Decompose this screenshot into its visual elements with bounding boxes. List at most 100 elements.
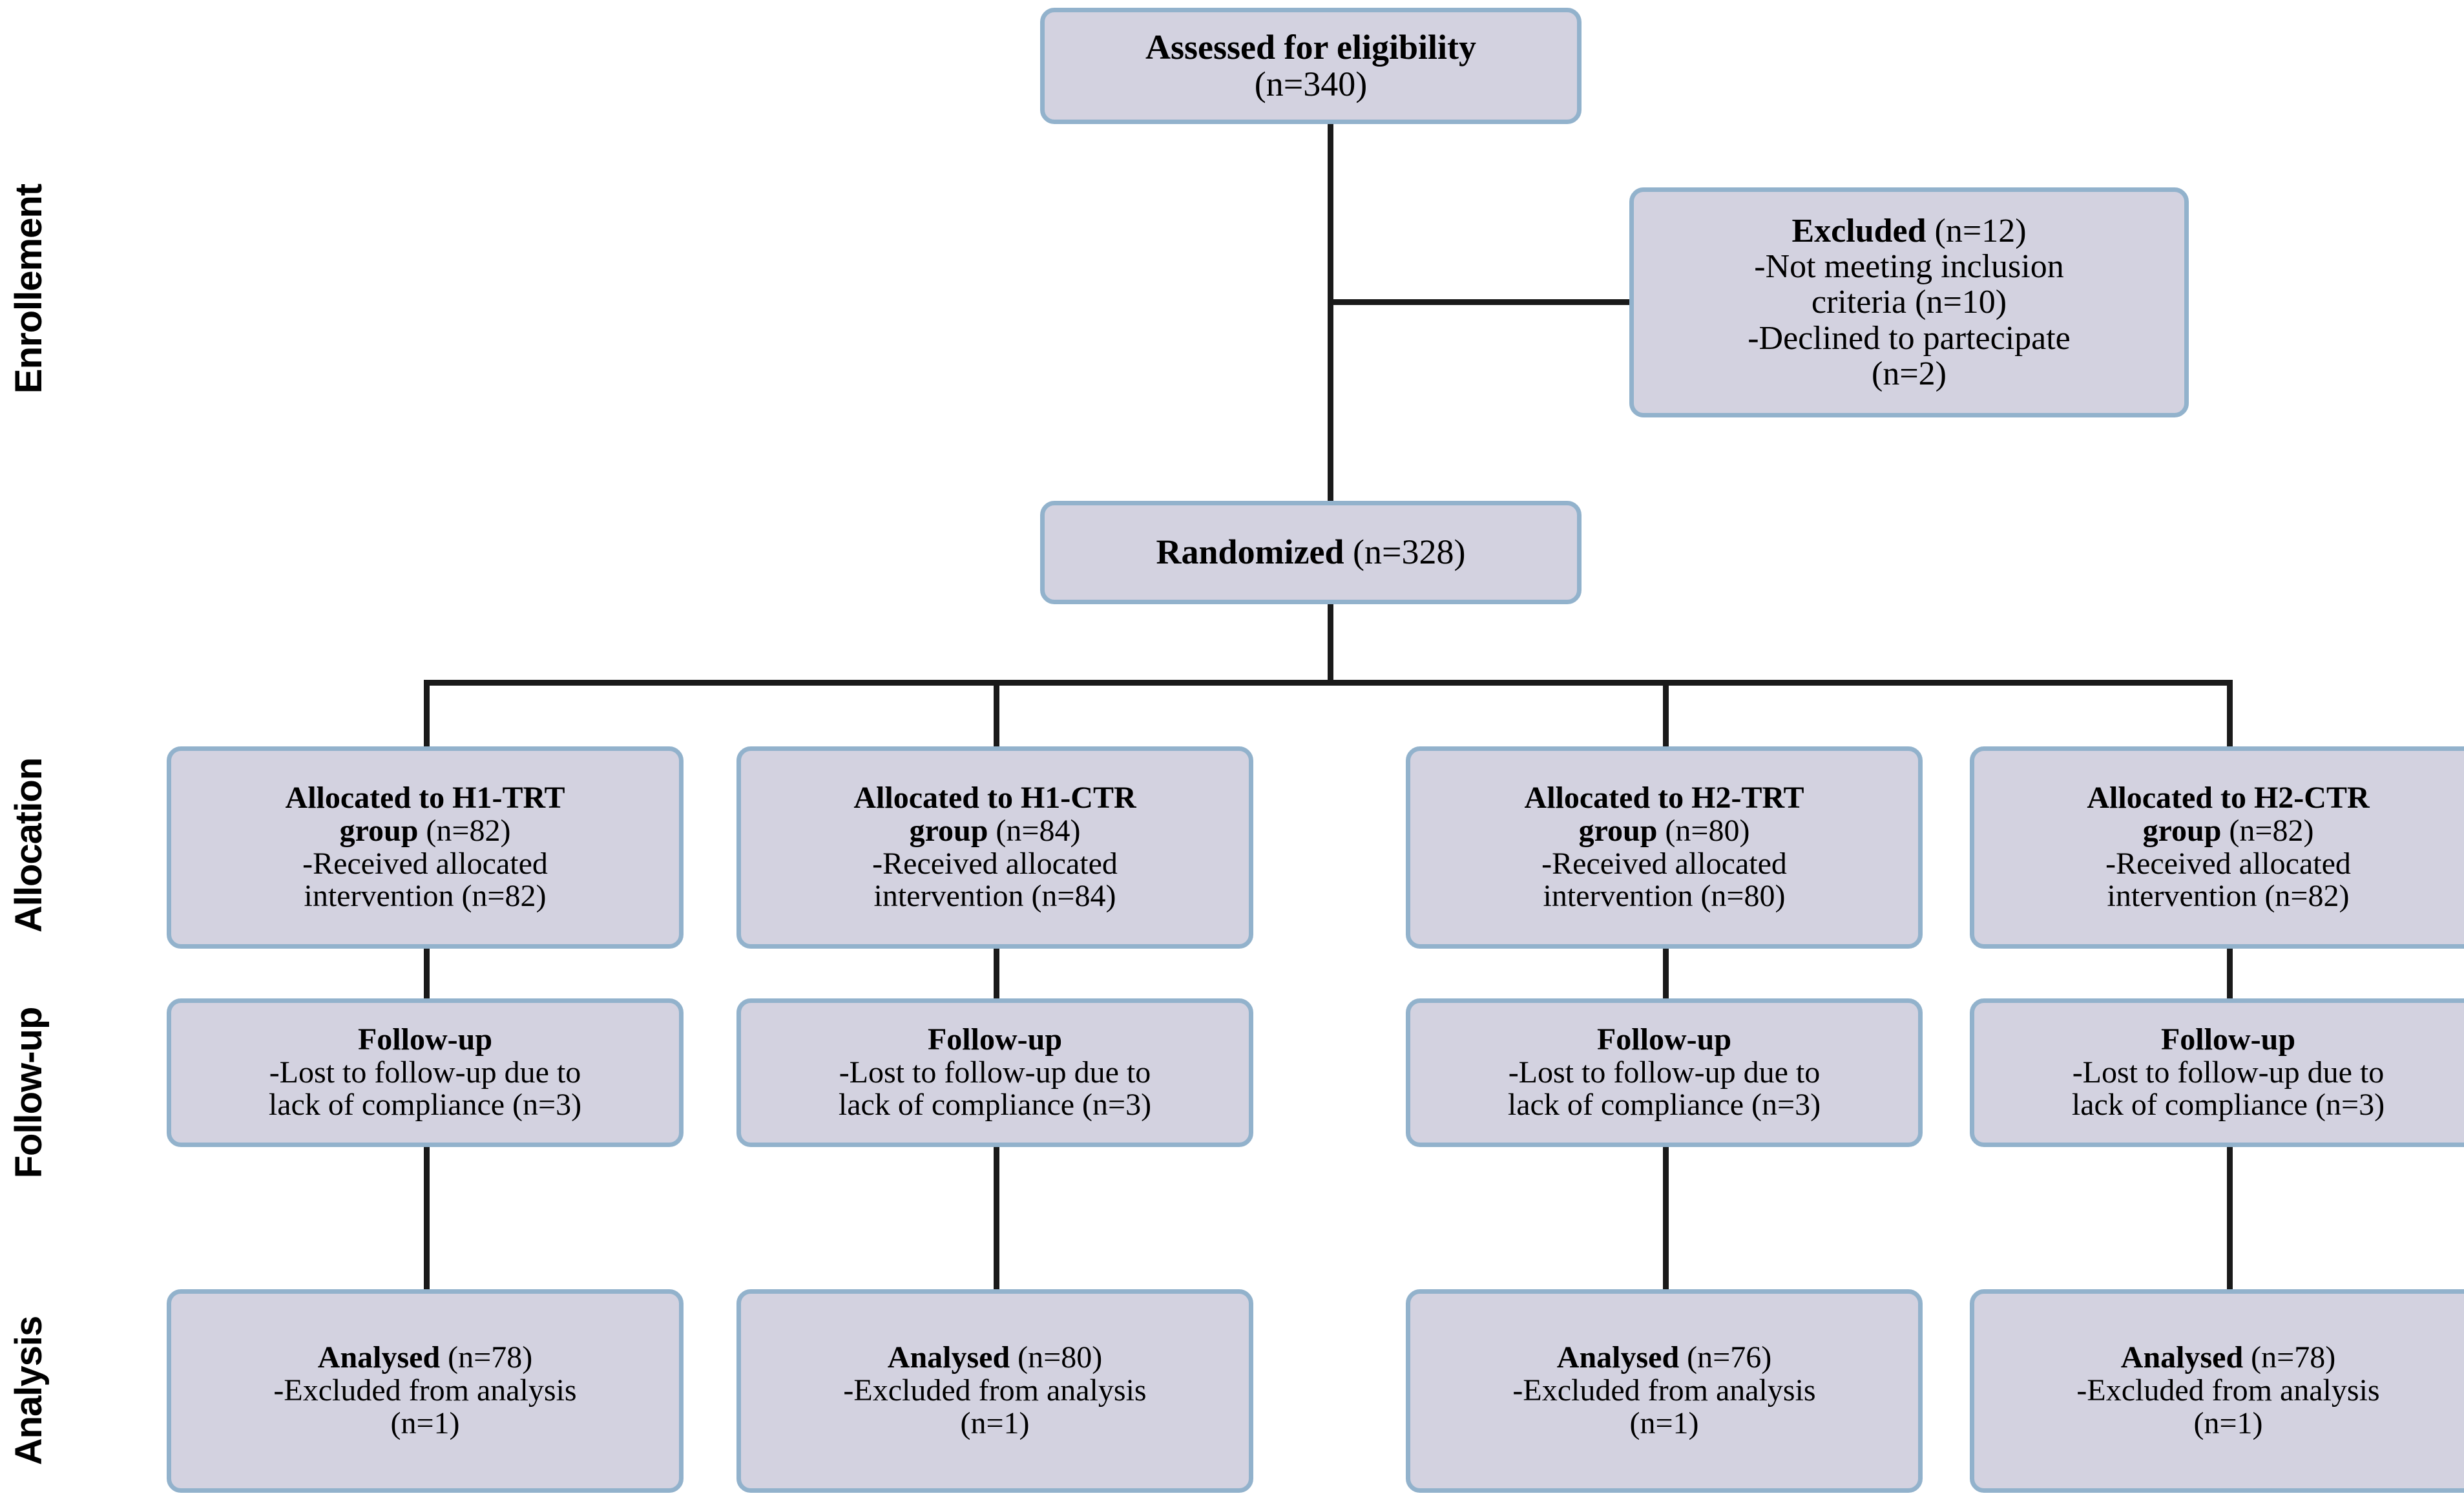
- node-followup-h2-trt: Follow-up -Lost to follow-up due to lack…: [1406, 998, 1923, 1147]
- followup-lost-a-h2-trt: -Lost to follow-up due to: [1508, 1055, 1821, 1090]
- followup-lost-a-h1-ctr: -Lost to follow-up due to: [839, 1055, 1151, 1090]
- stage-label-followup: Follow-up: [6, 964, 51, 1222]
- excluded-title-line: Excluded (n=12): [1643, 213, 2175, 249]
- randomized-n: (n=328): [1344, 532, 1466, 572]
- connector-alloc-to-followup-4: [2227, 949, 2233, 1000]
- allocation-group-h2-ctr: group (n=82): [1983, 813, 2464, 848]
- connector-randomized-down: [1328, 604, 1333, 685]
- followup-title-h2-ctr: Follow-up: [2160, 1022, 2296, 1057]
- analysis-excluded-a-h2-ctr: -Excluded from analysis: [2076, 1373, 2380, 1408]
- followup-lost-b-h1-trt: lack of compliance (n=3): [268, 1088, 582, 1122]
- stage-label-analysis-text: Analysis: [7, 1316, 50, 1466]
- analysis-title-h2-ctr: Analysed: [2120, 1340, 2244, 1375]
- followup-lost-a-h1-trt: -Lost to follow-up due to: [269, 1055, 581, 1090]
- followup-title-h2-trt: Follow-up: [1596, 1022, 1732, 1057]
- analysis-title-h2-trt: Analysed: [1556, 1340, 1680, 1375]
- connector-allocation-bus: [424, 680, 2233, 686]
- allocation-title-h1-ctr: Allocated to H1-CTR: [853, 780, 1136, 815]
- connector-assessed-to-randomized: [1328, 74, 1333, 502]
- allocation-title-h2-trt: Allocated to H2-TRT: [1524, 780, 1804, 815]
- allocation-group-n-h2-ctr: (n=82): [2221, 813, 2314, 848]
- analysis-title-h1-ctr: Analysed: [887, 1340, 1010, 1375]
- excluded-reason-2a: -Declined to partecipate: [1748, 319, 2071, 357]
- allocation-group-n-h1-ctr: (n=84): [988, 813, 1081, 848]
- allocation-group-h2-trt: group (n=80): [1419, 813, 1909, 848]
- stage-label-analysis: Analysis: [6, 1274, 51, 1507]
- connector-bus-drop-2: [994, 680, 999, 748]
- analysis-excluded-b-h1-trt: (n=1): [390, 1406, 460, 1440]
- connector-bus-drop-1: [424, 680, 430, 748]
- node-analysis-h1-trt: Analysed (n=78) -Excluded from analysis …: [167, 1289, 684, 1493]
- node-followup-h1-trt: Follow-up -Lost to follow-up due to lack…: [167, 998, 684, 1147]
- allocation-group-word-h2-trt: group: [1578, 813, 1658, 848]
- followup-title-h1-trt: Follow-up: [357, 1022, 493, 1057]
- node-excluded: Excluded (n=12) -Not meeting inclusion c…: [1629, 187, 2189, 417]
- analysis-excluded-a-h1-trt: -Excluded from analysis: [273, 1373, 577, 1408]
- allocation-received-b-h2-ctr: intervention (n=82): [2107, 879, 2350, 914]
- node-allocation-h1-ctr: Allocated to H1-CTR group (n=84) -Receiv…: [736, 746, 1253, 949]
- analysis-excluded-a-h1-ctr: -Excluded from analysis: [843, 1373, 1147, 1408]
- allocation-group-word-h1-ctr: group: [909, 813, 988, 848]
- followup-lost-b-h1-ctr: lack of compliance (n=3): [838, 1088, 1152, 1122]
- allocation-title-h1-trt: Allocated to H1-TRT: [285, 780, 565, 815]
- analysis-excluded-b-h2-trt: (n=1): [1629, 1406, 1699, 1440]
- node-randomized: Randomized (n=328): [1040, 501, 1582, 604]
- allocation-received-a-h2-trt: -Received allocated: [1541, 846, 1787, 881]
- stage-label-enrollment-text: Enrollement: [7, 184, 50, 394]
- node-followup-h1-ctr: Follow-up -Lost to follow-up due to lack…: [736, 998, 1253, 1147]
- allocation-group-n-h1-trt: (n=82): [418, 813, 511, 848]
- allocation-group-n-h2-trt: (n=80): [1657, 813, 1750, 848]
- allocation-group-h1-ctr: group (n=84): [750, 813, 1240, 848]
- excluded-reason-2b: (n=2): [1872, 355, 1947, 392]
- node-allocation-h2-trt: Allocated to H2-TRT group (n=80) -Receiv…: [1406, 746, 1923, 949]
- connector-alloc-to-followup-2: [994, 949, 999, 1000]
- analysis-n-h2-trt: (n=76): [1679, 1340, 1772, 1375]
- connector-followup-to-analysis-3: [1663, 1145, 1669, 1291]
- analysis-n-h1-trt: (n=78): [440, 1340, 533, 1375]
- allocation-received-a-h1-trt: -Received allocated: [302, 846, 548, 881]
- node-allocation-h1-trt: Allocated to H1-TRT group (n=82) -Receiv…: [167, 746, 684, 949]
- stage-label-allocation-text: Allocation: [7, 757, 50, 933]
- excluded-reason-1a: -Not meeting inclusion: [1754, 248, 2064, 286]
- analysis-title-line-h2-ctr: Analysed (n=78): [1983, 1340, 2464, 1375]
- connector-followup-to-analysis-1: [424, 1145, 430, 1291]
- allocation-received-b-h2-trt: intervention (n=80): [1543, 879, 1786, 914]
- connector-followup-to-analysis-2: [994, 1145, 999, 1291]
- allocation-received-a-h2-ctr: -Received allocated: [2105, 846, 2351, 881]
- stage-label-allocation: Allocation: [6, 710, 51, 981]
- allocation-group-word-h1-trt: group: [339, 813, 419, 848]
- allocation-received-b-h1-ctr: intervention (n=84): [873, 879, 1116, 914]
- analysis-n-h2-ctr: (n=78): [2243, 1340, 2336, 1375]
- analysis-excluded-a-h2-trt: -Excluded from analysis: [1512, 1373, 1816, 1408]
- connector-alloc-to-followup-1: [424, 949, 430, 1000]
- connector-followup-to-analysis-4: [2227, 1145, 2233, 1291]
- randomized-line: Randomized (n=328): [1054, 534, 1568, 571]
- analysis-title-h1-trt: Analysed: [317, 1340, 441, 1375]
- excluded-n: (n=12): [1926, 213, 2027, 250]
- analysis-excluded-b-h2-ctr: (n=1): [2193, 1406, 2263, 1440]
- excluded-title: Excluded: [1791, 213, 1926, 250]
- connector-bus-drop-4: [2227, 680, 2233, 748]
- node-allocation-h2-ctr: Allocated to H2-CTR group (n=82) -Receiv…: [1970, 746, 2464, 949]
- followup-lost-b-h2-trt: lack of compliance (n=3): [1507, 1088, 1821, 1122]
- followup-lost-a-h2-ctr: -Lost to follow-up due to: [2072, 1055, 2385, 1090]
- stage-label-enrollment: Enrollement: [6, 134, 51, 444]
- connector-bus-drop-3: [1663, 680, 1669, 748]
- randomized-title: Randomized: [1156, 532, 1344, 572]
- analysis-title-line-h1-trt: Analysed (n=78): [180, 1340, 670, 1375]
- node-analysis-h1-ctr: Analysed (n=80) -Excluded from analysis …: [736, 1289, 1253, 1493]
- followup-title-h1-ctr: Follow-up: [927, 1022, 1063, 1057]
- node-analysis-h2-ctr: Analysed (n=78) -Excluded from analysis …: [1970, 1289, 2464, 1493]
- node-analysis-h2-trt: Analysed (n=76) -Excluded from analysis …: [1406, 1289, 1923, 1493]
- connector-alloc-to-followup-3: [1663, 949, 1669, 1000]
- analysis-title-line-h2-trt: Analysed (n=76): [1419, 1340, 1909, 1375]
- excluded-reason-1b: criteria (n=10): [1811, 284, 2007, 321]
- stage-label-followup-text: Follow-up: [7, 1007, 50, 1179]
- allocation-group-h1-trt: group (n=82): [180, 813, 670, 848]
- allocation-received-b-h1-trt: intervention (n=82): [304, 879, 547, 914]
- allocation-received-a-h1-ctr: -Received allocated: [872, 846, 1118, 881]
- allocation-title-h2-ctr: Allocated to H2-CTR: [2087, 780, 2370, 815]
- assessed-n: (n=340): [1254, 65, 1368, 103]
- assessed-title: Assessed for eligibility: [1145, 27, 1476, 67]
